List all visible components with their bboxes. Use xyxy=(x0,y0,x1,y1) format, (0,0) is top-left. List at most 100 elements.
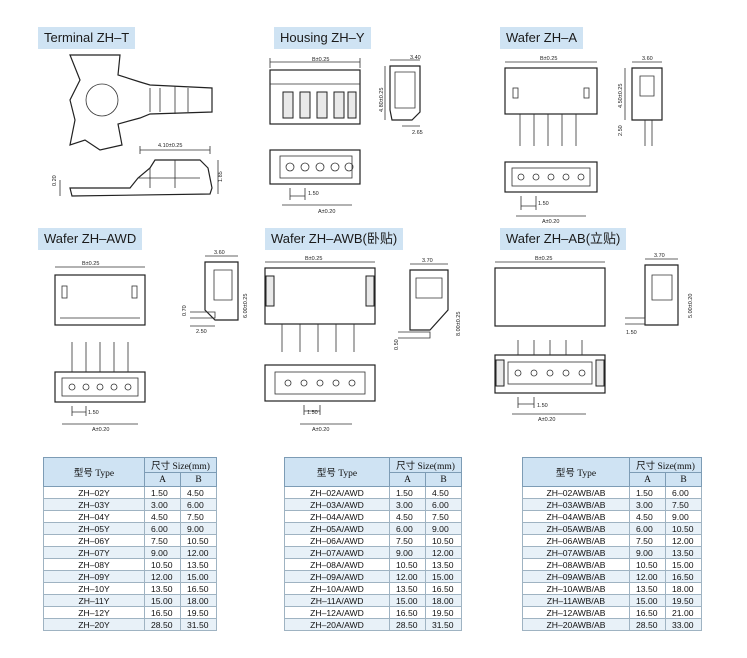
table-header-a: A xyxy=(629,472,666,487)
dim-wafer-awd-pitch: 1.50 xyxy=(88,410,99,416)
cell-b: 10.50 xyxy=(425,534,462,547)
dim-wafer-ab-a: A±0.20 xyxy=(538,417,555,423)
cell-b: 9.00 xyxy=(180,522,217,535)
cell-type: ZH–02AWB/AB xyxy=(522,486,630,499)
cell-b: 4.50 xyxy=(425,486,462,499)
cell-type: ZH–03AWB/AB xyxy=(522,498,630,511)
cell-b: 18.00 xyxy=(425,594,462,607)
table-header-b: B xyxy=(665,472,702,487)
dim-wafer-awd-tail: 0.70 xyxy=(182,305,188,316)
cell-type: ZH–10AWB/AB xyxy=(522,582,630,595)
table-header-type: 型号 Type xyxy=(284,457,390,487)
panel-title-wafer-awb: Wafer ZH–AWB(卧贴) xyxy=(265,228,404,250)
housing-front-view xyxy=(269,58,361,125)
cell-a: 16.50 xyxy=(629,606,666,619)
cell-type: ZH–04A/AWD xyxy=(284,510,390,523)
dim-wafer-awd-foot: 2.50 xyxy=(196,329,207,335)
cell-a: 3.00 xyxy=(389,498,426,511)
cell-a: 3.00 xyxy=(144,498,181,511)
cell-b: 13.50 xyxy=(425,558,462,571)
dim-housing-a: A±0.20 xyxy=(318,209,335,215)
cell-a: 4.50 xyxy=(144,510,181,523)
cell-type: ZH–02Y xyxy=(43,486,145,499)
cell-type: ZH–11A/AWD xyxy=(284,594,390,607)
cell-a: 6.00 xyxy=(389,522,426,535)
housing-bottom-view xyxy=(269,149,361,206)
cell-type: ZH–06AWB/AB xyxy=(522,534,630,547)
cell-b: 6.00 xyxy=(425,498,462,511)
cell-b: 19.50 xyxy=(425,606,462,619)
cell-b: 9.00 xyxy=(665,510,702,523)
cell-type: ZH–09Y xyxy=(43,570,145,583)
wafer-awb-front-view xyxy=(264,261,376,352)
dim-wafer-awb-height: 8.00±0.25 xyxy=(456,312,462,336)
cell-b: 7.50 xyxy=(425,510,462,523)
cell-type: ZH–09AWB/AB xyxy=(522,570,630,583)
wafer-a-bottom-view xyxy=(504,161,598,217)
cell-a: 28.50 xyxy=(389,618,426,631)
cell-a: 4.50 xyxy=(389,510,426,523)
table-header-b: B xyxy=(180,472,217,487)
cell-b: 7.50 xyxy=(665,498,702,511)
wafer-a-front-view xyxy=(504,61,598,146)
terminal-top-view xyxy=(69,54,213,151)
cell-b: 9.00 xyxy=(425,522,462,535)
cell-a: 7.50 xyxy=(144,534,181,547)
dim-wafer-ab-width: 3.70 xyxy=(654,253,665,259)
cell-a: 15.00 xyxy=(629,594,666,607)
cell-type: ZH–04Y xyxy=(43,510,145,523)
cell-type: ZH–04AWB/AB xyxy=(522,510,630,523)
cell-b: 15.00 xyxy=(425,570,462,583)
cell-b: 12.00 xyxy=(665,534,702,547)
cell-b: 19.50 xyxy=(665,594,702,607)
cell-b: 31.50 xyxy=(180,618,217,631)
cell-a: 10.50 xyxy=(629,558,666,571)
dim-wafer-a-pitch: 1.50 xyxy=(538,201,549,207)
cell-b: 16.50 xyxy=(180,582,217,595)
dim-housing-depth: 2.65 xyxy=(412,130,423,136)
cell-type: ZH–10A/AWD xyxy=(284,582,390,595)
table-header-a: A xyxy=(144,472,181,487)
dim-wafer-awb-a: A±0.20 xyxy=(312,427,329,433)
dim-wafer-ab-b: B±0.25 xyxy=(535,256,552,262)
cell-a: 10.50 xyxy=(389,558,426,571)
dim-wafer-a-height: 4.50±0.25 xyxy=(618,84,624,108)
dim-wafer-ab-height: 5.00±0.20 xyxy=(688,294,694,318)
cell-a: 16.50 xyxy=(389,606,426,619)
cell-b: 31.50 xyxy=(425,618,462,631)
dim-wafer-a-b: B±0.25 xyxy=(540,56,557,62)
dim-wafer-ab-pitch: 1.50 xyxy=(537,403,548,409)
dim-terminal-length: 4.10±0.25 xyxy=(158,143,182,149)
table-header-size: 尺寸 Size(mm) xyxy=(629,457,702,473)
cell-b: 13.50 xyxy=(180,558,217,571)
table-header-type: 型号 Type xyxy=(522,457,630,487)
cell-a: 13.50 xyxy=(389,582,426,595)
wafer-ab-front-view xyxy=(494,261,606,327)
cell-a: 12.00 xyxy=(389,570,426,583)
cell-type: ZH–03A/AWD xyxy=(284,498,390,511)
cell-b: 15.00 xyxy=(180,570,217,583)
dim-wafer-awb-tail: 0.50 xyxy=(394,339,400,350)
cell-type: ZH–08AWB/AB xyxy=(522,558,630,571)
housing-side-view xyxy=(384,59,421,127)
cell-a: 1.50 xyxy=(144,486,181,499)
